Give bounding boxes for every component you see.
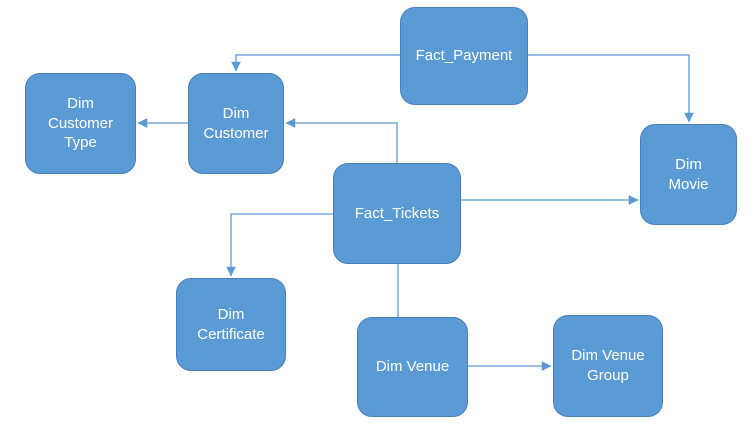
node-fact-payment-label: Fact_Payment	[415, 47, 513, 65]
node-dim-movie-label: Dim Movie	[668, 155, 709, 193]
node-fact-tickets-label: Fact_Tickets	[354, 204, 440, 222]
node-dim-certificate: Dim Certificate	[176, 278, 286, 371]
node-dim-venue-group: Dim Venue Group	[553, 315, 663, 417]
connector-fact-payment-to-dim-customer	[231, 54, 400, 72]
node-dim-customer-type-label: Dim Customer Type	[47, 94, 114, 152]
node-dim-venue: Dim Venue	[357, 317, 468, 417]
node-fact-tickets: Fact_Tickets	[333, 163, 461, 264]
node-dim-venue-group-label: Dim Venue Group	[571, 347, 645, 384]
node-dim-certificate-label: Dim Certificate	[197, 305, 265, 343]
node-dim-movie: Dim Movie	[640, 124, 737, 225]
connector-fact-tickets-to-dim-certificate	[226, 213, 333, 277]
node-dim-customer: Dim Customer	[188, 73, 284, 174]
connector-fact-payment-to-dim-movie	[528, 54, 694, 123]
node-dim-customer-type: Dim Customer Type	[25, 73, 136, 174]
node-dim-venue-label: Dim Venue	[375, 358, 450, 376]
node-dim-customer-label: Dim Customer	[203, 104, 269, 142]
connector-fact-tickets-to-dim-customer	[285, 118, 398, 163]
node-fact-payment: Fact_Payment	[400, 7, 528, 105]
